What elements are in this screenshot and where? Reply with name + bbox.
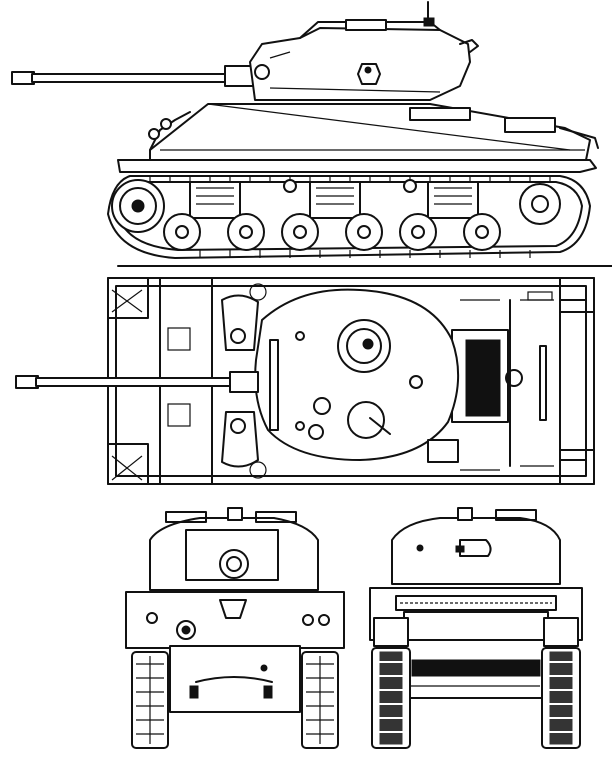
- bogie-unit: [399, 181, 501, 251]
- driver-hatch: [221, 294, 259, 351]
- side-gun-barrel: [11, 65, 254, 87]
- engine-deck: [451, 299, 554, 467]
- front-hull: [125, 591, 345, 713]
- stowage-items: [167, 283, 553, 479]
- front-view: [125, 507, 345, 749]
- rear-sprockets: [373, 617, 579, 647]
- front-track-right: [301, 651, 339, 749]
- top-gun-barrel: [15, 371, 259, 393]
- top-turret: [254, 288, 460, 463]
- rear-turret: [391, 507, 561, 585]
- rear-track-left: [371, 647, 411, 749]
- rear-view: [369, 507, 583, 749]
- side-track: [107, 175, 591, 259]
- return-roller: [283, 179, 297, 193]
- codriver-hatch: [221, 411, 259, 468]
- drive-sprocket: [111, 179, 165, 233]
- bogie-unit: [281, 181, 383, 251]
- front-turret: [149, 507, 319, 591]
- rear-track-right: [541, 647, 581, 749]
- top-view: [15, 277, 595, 485]
- side-hull: [117, 103, 599, 173]
- bogie-unit: [163, 181, 265, 251]
- front-track-left: [131, 651, 169, 749]
- idler-wheel: [519, 183, 561, 225]
- return-roller: [403, 179, 417, 193]
- side-turret: [249, 1, 479, 101]
- side-view: [11, 1, 599, 259]
